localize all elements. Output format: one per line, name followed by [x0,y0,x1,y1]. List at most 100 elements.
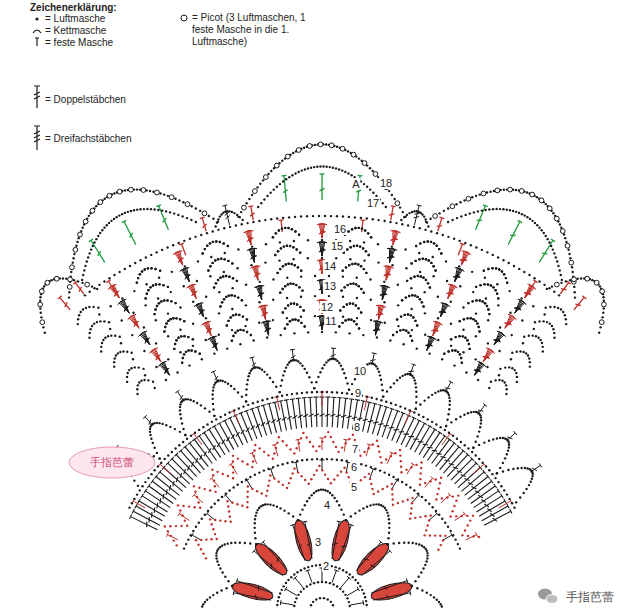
stitch-symbol [533,286,537,289]
chain-dot [456,438,458,440]
chain-dot [441,497,443,499]
stitch-symbol [383,425,389,427]
stitch-symbol [418,441,424,443]
chain-dot [379,456,381,458]
chain-dot [306,372,308,374]
chain-dot [255,543,257,545]
stitch-symbol [250,357,255,358]
stitch-symbol [322,392,323,406]
stitch-symbol [506,433,515,441]
stitch-symbol [504,499,507,503]
stitch-symbol [290,349,295,351]
stitch-symbol [320,232,325,233]
chain-dot [426,550,428,552]
stitch-symbol [197,435,201,438]
stitch-symbol [533,280,537,283]
stitch-symbol [131,517,158,530]
chain-dot [277,600,279,602]
stitch-symbol [182,244,186,255]
stitch-symbol [298,398,301,428]
chain-dot [447,413,449,415]
stitch-symbol [322,438,323,450]
stitch-symbol [277,397,280,411]
chain-dot [190,349,192,351]
chain-dot [153,422,155,424]
stitch-symbol [390,408,395,410]
chain-dot [391,493,393,495]
petal-cluster [291,518,315,562]
chain-dot [422,416,424,418]
stitch-symbol [455,270,463,282]
chain-dot [302,432,304,434]
chain-dot [517,467,519,469]
stitch-symbol [231,434,234,438]
chain-dot [336,391,338,393]
stitch-symbol [159,206,169,230]
chain-dot [156,452,158,454]
stitch-symbol [513,316,517,319]
chain-dot [448,397,450,399]
stitch-symbol [410,423,424,449]
stitch-symbol [370,360,375,361]
chain-dot [198,429,200,431]
stitch-symbol [296,462,298,472]
chain-dot [283,585,285,587]
chain-dot [216,592,218,594]
stitch-symbol [217,442,220,447]
chain-dot [182,357,184,359]
chain-dot [279,592,281,594]
stitch-symbol [325,396,330,397]
chain-dot [522,492,524,494]
chain-dot [221,571,223,573]
chain-dot [481,461,483,463]
stitch-symbol [257,266,258,280]
chain-dot [233,409,235,411]
chain-dot [262,504,264,506]
chain-dot [282,374,284,376]
chain-dot [453,505,455,507]
chain-dot [327,598,329,600]
stitch-symbol [226,495,232,503]
chain-dot [341,368,343,370]
stitch-symbol [366,445,369,457]
stitch-symbol [179,449,183,452]
stitch-symbol [381,294,386,296]
chain-dot [530,481,532,483]
stitch-symbol [351,603,364,605]
chain-dot [438,487,440,489]
stitch-symbol [272,444,277,445]
chain-dot [169,426,171,428]
stitch-symbol [255,406,260,408]
petal-cluster [328,518,352,562]
chain-dot [436,493,438,495]
stitch-symbol [440,305,448,317]
stitch-symbol [462,449,466,452]
chain-dot [315,450,317,452]
stitch-symbol [123,301,129,313]
chain-dot [318,465,320,467]
stitch-symbol [405,411,411,424]
chain-dot [185,351,187,353]
chain-dot [391,483,393,485]
stitch-symbol [309,414,314,417]
chain-dot [221,544,223,546]
stitch-symbol [389,257,395,258]
chain-dot [226,500,228,502]
chain-dot [187,398,189,400]
chain-dot [402,500,404,502]
chain-dot [211,393,213,395]
stitch-symbol [427,345,433,346]
stitch-symbol [179,243,184,245]
chain-dot [439,535,441,537]
stitch-symbol [481,500,486,503]
stitch-symbol [268,321,269,335]
chain-dot [455,500,457,502]
chain-dot [219,567,221,569]
stitch-symbol [256,424,260,428]
stitch-symbol [180,251,183,265]
chain-dot [442,539,444,541]
stitch-symbol [60,297,70,309]
chain-dot [219,379,221,381]
stitch-symbol [428,425,432,428]
chain-dot [460,441,462,443]
